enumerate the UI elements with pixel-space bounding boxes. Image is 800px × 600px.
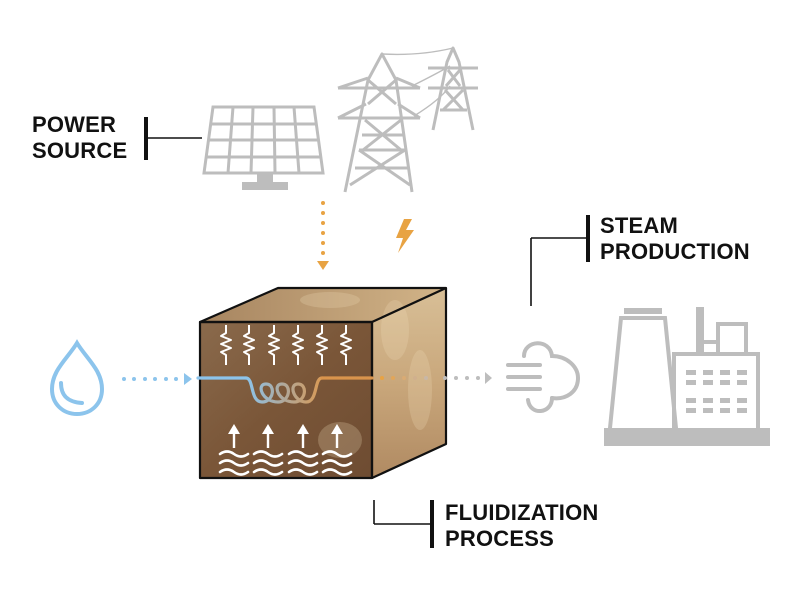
resistor-icon: [220, 325, 352, 365]
sand-battery-cube: [198, 286, 448, 480]
steam-production-label: STEAM PRODUCTION: [600, 213, 750, 265]
power-flow-arrow: [317, 201, 329, 270]
power-source-label: POWER SOURCE: [32, 112, 127, 164]
fluidization-process-line-1: FLUIDIZATION: [445, 500, 599, 525]
coil-icon: [196, 376, 374, 404]
transmission-tower-icon: [337, 46, 478, 193]
power-source-line-1: POWER: [32, 112, 117, 137]
wave-icon: [218, 450, 353, 476]
power-source-line-2: SOURCE: [32, 138, 128, 163]
up-arrow-icon: [228, 424, 343, 448]
solar-panel-icon: [202, 105, 325, 190]
steam-production-line-1: STEAM: [600, 213, 678, 238]
lightning-bolt-icon: [396, 219, 414, 253]
steam-flow-arrow: [380, 372, 492, 384]
water-flow-arrow: [122, 373, 192, 385]
steam-production-connector: [530, 215, 590, 306]
steam-cloud-icon: [506, 341, 581, 413]
water-drop-icon: [49, 339, 105, 417]
power-plant-icon: [604, 307, 770, 446]
fluidization-connector: [373, 500, 434, 548]
power-source-connector: [144, 117, 202, 160]
fluidization-process-label: FLUIDIZATION PROCESS: [445, 500, 599, 552]
steam-production-line-2: PRODUCTION: [600, 239, 750, 264]
fluidization-process-line-2: PROCESS: [445, 526, 554, 551]
